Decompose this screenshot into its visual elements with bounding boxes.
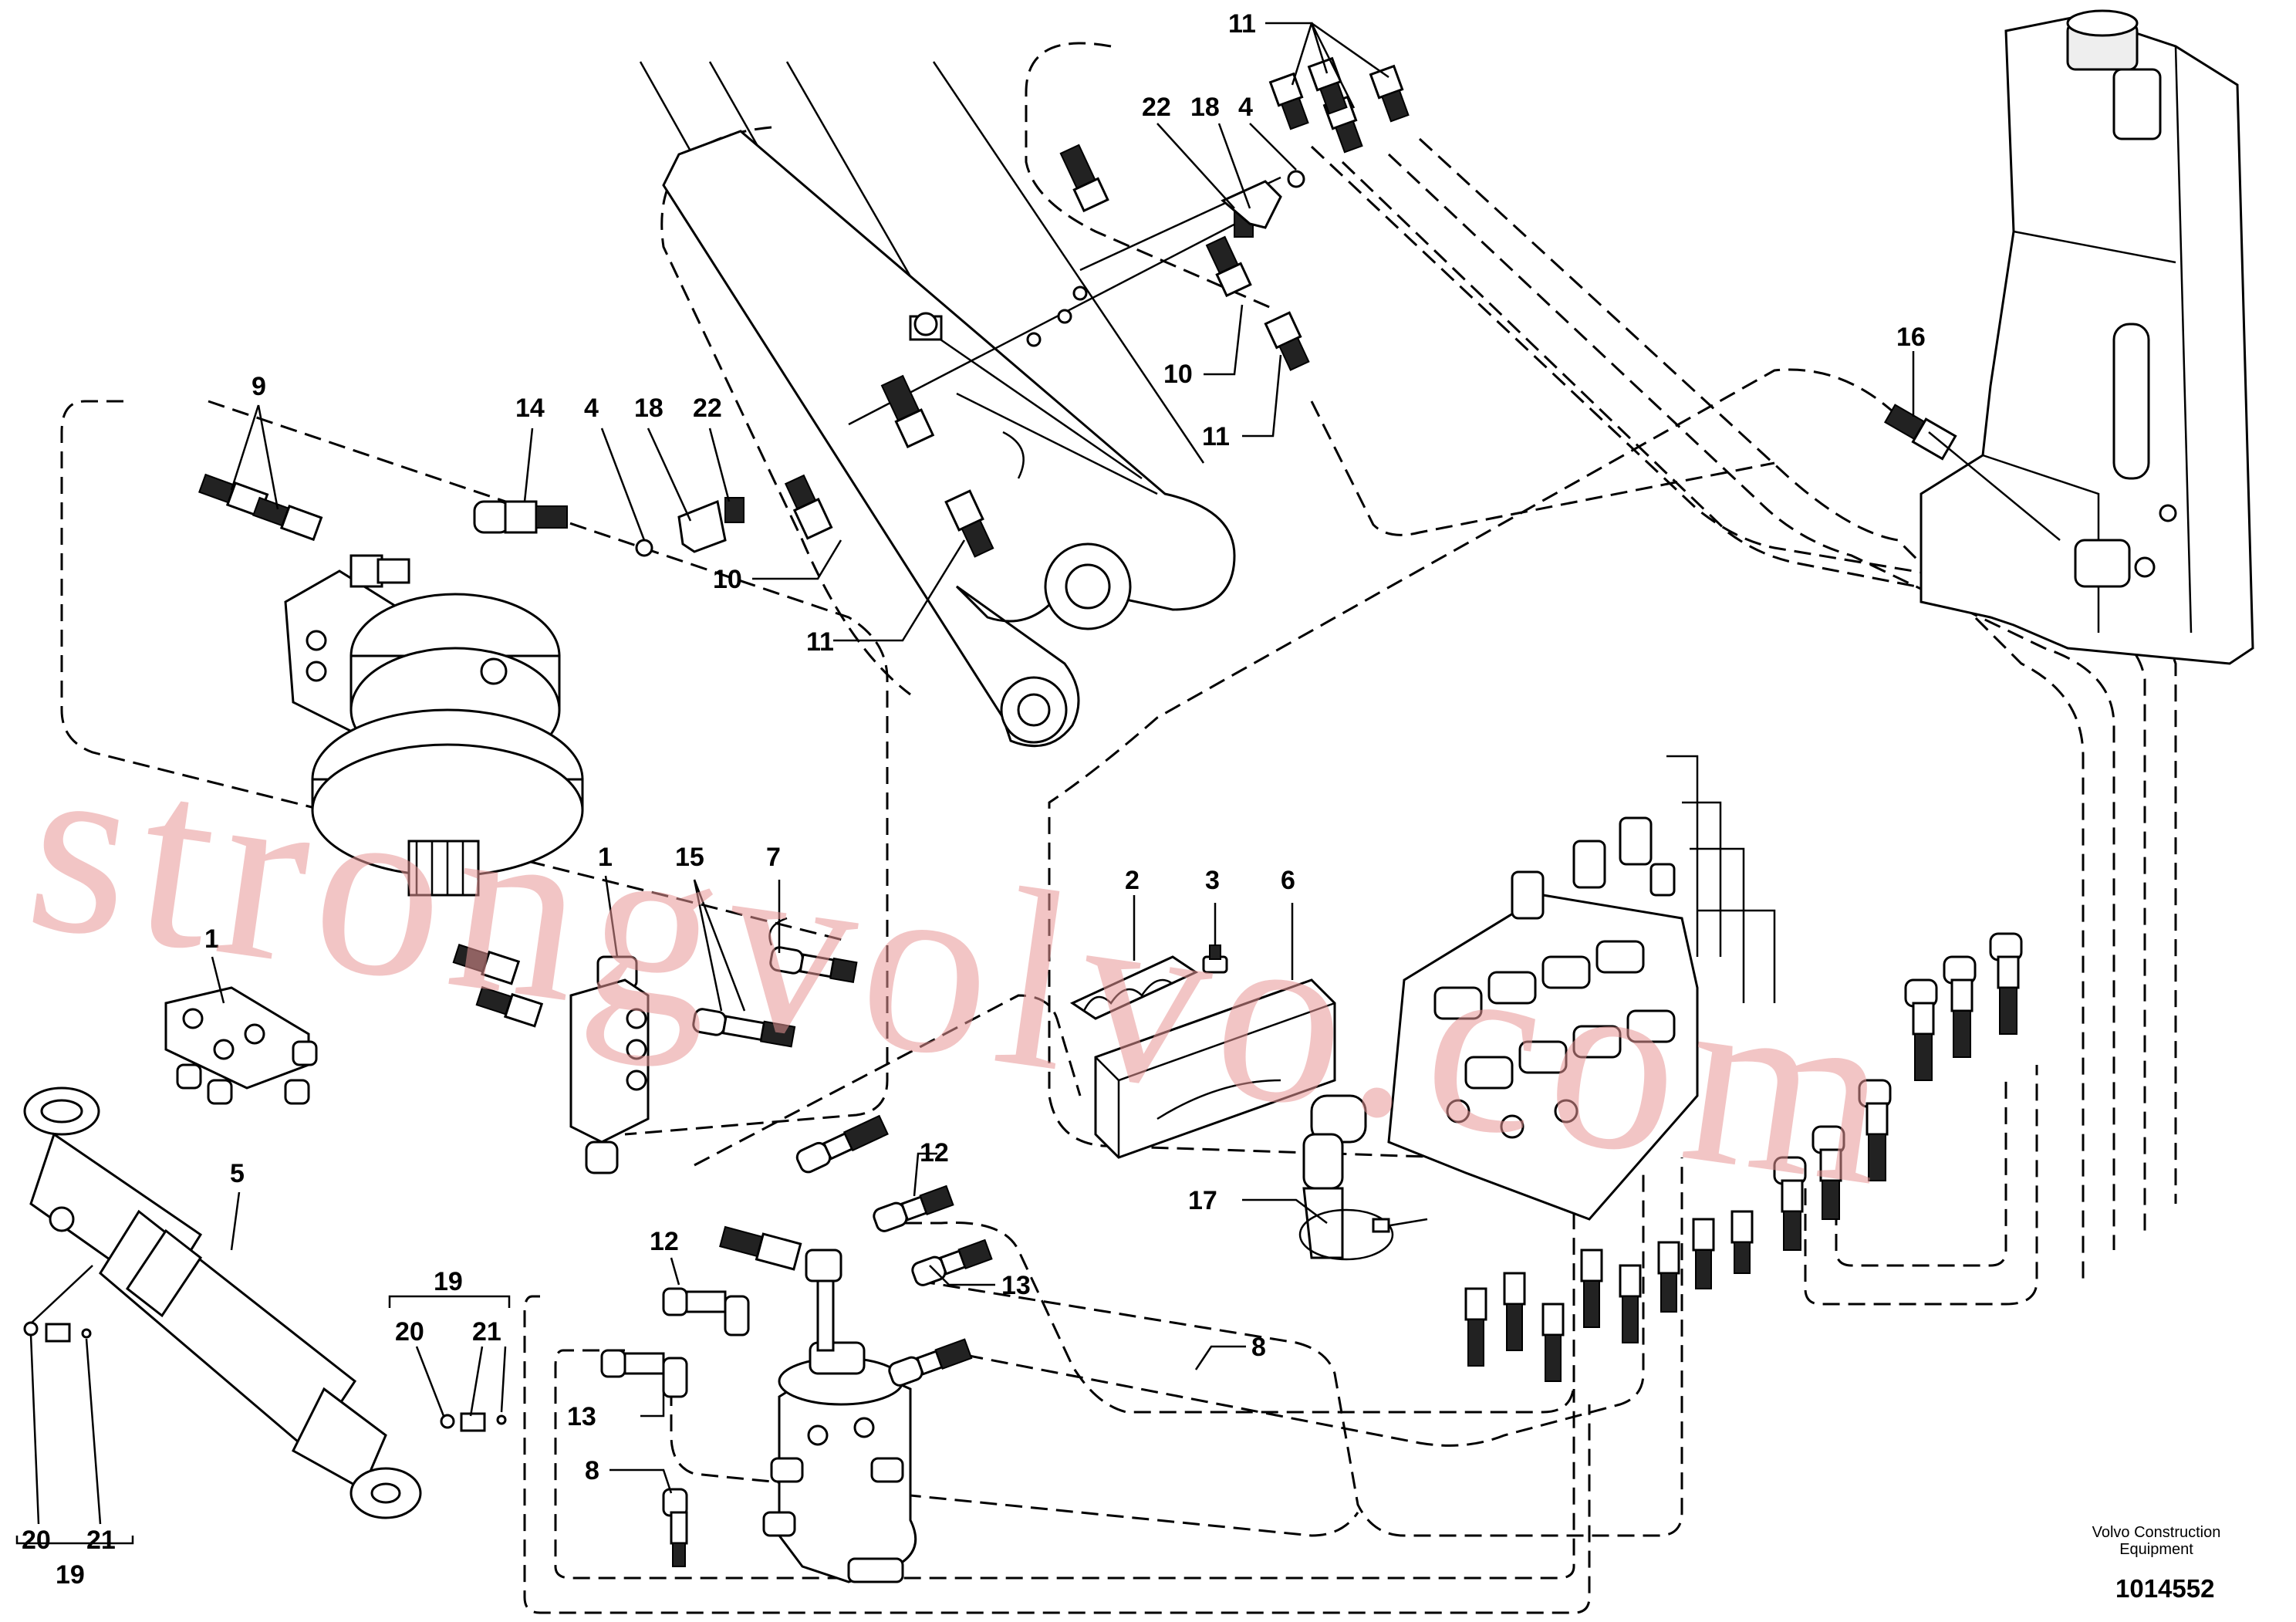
clamp-22-mid bbox=[724, 497, 745, 523]
fittings-15-7 bbox=[692, 917, 858, 1048]
fitting-11-mid bbox=[944, 489, 994, 558]
hose-bottom-d bbox=[880, 1188, 1575, 1414]
hydraulic-tank bbox=[1883, 9, 2254, 665]
callout-4-mid: 4 bbox=[584, 394, 599, 423]
callout-11-right: 11 bbox=[1202, 422, 1230, 451]
fitting-11-right bbox=[1264, 311, 1310, 371]
bolt-4-mid bbox=[635, 539, 653, 557]
drawing-number: 1014552 bbox=[2115, 1574, 2215, 1603]
valve-1-mid bbox=[452, 944, 650, 1174]
fitting-10-upper bbox=[1059, 144, 1109, 213]
hose-boom-right bbox=[1025, 42, 1274, 310]
fitting-16 bbox=[1883, 404, 1957, 461]
manufacturer-caption: Volvo Construction Equipment bbox=[2075, 1524, 2237, 1558]
motor-pinion bbox=[407, 840, 480, 897]
rubber-block-6 bbox=[1094, 978, 1336, 1159]
motor-elbow bbox=[349, 554, 410, 588]
boom-arm bbox=[639, 61, 1281, 748]
callout-labels: 11 22 18 4 9 14 4 18 22 10 10 11 11 16 1… bbox=[22, 9, 1926, 1590]
fitting-10-boom bbox=[1205, 235, 1252, 298]
bracket-18-top bbox=[1221, 180, 1282, 229]
callout-12-a: 12 bbox=[920, 1138, 949, 1168]
sight-glass bbox=[2112, 323, 2150, 480]
hose-bottom-e bbox=[940, 1173, 1645, 1447]
callout-8-a: 8 bbox=[1251, 1333, 1266, 1362]
callout-16: 16 bbox=[1896, 323, 1926, 352]
fittings-11-top bbox=[1268, 56, 1410, 154]
callout-14: 14 bbox=[515, 394, 545, 423]
callout-2: 2 bbox=[1125, 866, 1140, 895]
hose-bottom-b bbox=[554, 1349, 1575, 1580]
right-elbow-fittings bbox=[1773, 932, 2023, 1251]
tank-filler-cap bbox=[2066, 9, 2162, 140]
callout-6: 6 bbox=[1281, 866, 1295, 895]
manufacturer-line-1: Volvo Construction bbox=[2092, 1524, 2221, 1541]
callout-15: 15 bbox=[675, 843, 704, 872]
callout-3: 3 bbox=[1205, 866, 1220, 895]
callout-9: 9 bbox=[252, 372, 266, 401]
hose-11-right bbox=[1310, 400, 1775, 536]
callout-20-left: 20 bbox=[22, 1526, 51, 1555]
callout-7: 7 bbox=[766, 843, 781, 872]
callout-12-b: 12 bbox=[650, 1227, 679, 1256]
hose-control-mid bbox=[1835, 1080, 2007, 1267]
callout-19-left: 19 bbox=[56, 1560, 85, 1590]
spool-sections bbox=[1433, 940, 1676, 1139]
boom-body bbox=[662, 130, 1236, 748]
bolt-4-top bbox=[1287, 170, 1305, 188]
tank-body bbox=[1920, 14, 2254, 665]
callout-4-top: 4 bbox=[1238, 93, 1253, 122]
cable-tie-17 bbox=[1298, 1208, 1428, 1261]
hose-16-tank bbox=[1048, 368, 1915, 1159]
valve-1-left bbox=[164, 986, 318, 1105]
callout-17: 17 bbox=[1188, 1186, 1217, 1215]
lower-straight-fittings bbox=[1464, 1210, 1754, 1382]
callout-11-mid: 11 bbox=[806, 627, 834, 657]
hose-bottom-a bbox=[523, 1295, 1591, 1614]
hose-11-top-c bbox=[1387, 153, 2115, 1250]
fitting-11-boom bbox=[880, 374, 935, 448]
callout-10-mid: 10 bbox=[713, 565, 742, 594]
fitting-10-mid bbox=[784, 474, 833, 540]
callout-11-top: 11 bbox=[1228, 9, 1256, 39]
fittings-9 bbox=[198, 473, 323, 542]
fitting-14-elbow bbox=[473, 500, 568, 534]
hose-12-loop bbox=[694, 994, 1082, 1167]
mounting-bracket-2 bbox=[1069, 955, 1199, 1020]
lower-valve-block bbox=[762, 1249, 917, 1583]
callout-18-top: 18 bbox=[1190, 93, 1220, 122]
callout-13-a: 13 bbox=[1001, 1271, 1031, 1300]
leader-lines bbox=[15, 22, 1915, 1545]
callout-21-left: 21 bbox=[86, 1526, 116, 1555]
callout-1-left: 1 bbox=[204, 924, 219, 954]
manufacturer-line-2: Equipment bbox=[2119, 1541, 2193, 1558]
hose-routes bbox=[60, 42, 2177, 1614]
tank-port bbox=[2074, 539, 2131, 588]
callout-1-valve: 1 bbox=[598, 843, 613, 872]
swing-motor bbox=[284, 554, 584, 897]
callout-18-mid: 18 bbox=[634, 394, 663, 423]
hose-control-left bbox=[1804, 1065, 2038, 1306]
boom-fittings bbox=[635, 56, 1410, 558]
callout-22-mid: 22 bbox=[693, 394, 722, 423]
hose-8-loop bbox=[670, 1389, 1359, 1537]
callout-8-b: 8 bbox=[585, 1456, 599, 1485]
callout-22-top: 22 bbox=[1142, 93, 1171, 122]
lower-fittings bbox=[600, 1114, 993, 1567]
callout-10-right: 10 bbox=[1163, 360, 1193, 389]
main-control-valve bbox=[1302, 755, 1776, 1259]
callout-13-b: 13 bbox=[567, 1402, 596, 1431]
bolt-3 bbox=[1202, 944, 1228, 974]
bracket-18-mid bbox=[677, 499, 727, 553]
hose-swing-loop bbox=[60, 400, 849, 943]
callout-20-right: 20 bbox=[395, 1317, 424, 1347]
cylinder-5 bbox=[23, 1086, 422, 1519]
callout-21-right: 21 bbox=[472, 1317, 501, 1347]
callout-19-right: 19 bbox=[434, 1267, 463, 1296]
hose-swing-loop-inner bbox=[208, 400, 889, 1136]
hose-bottom-c bbox=[917, 1157, 1683, 1537]
callout-5: 5 bbox=[230, 1159, 245, 1188]
